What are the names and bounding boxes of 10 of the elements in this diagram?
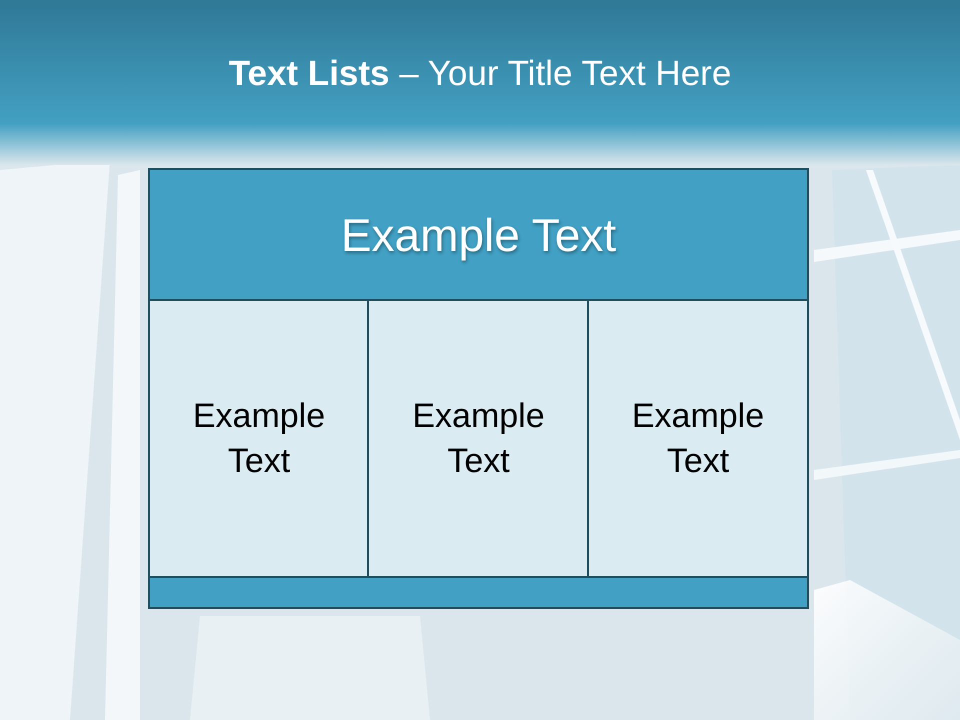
header-band <box>148 168 809 302</box>
slide-title: Text Lists – Your Title Text Here <box>228 54 732 94</box>
table-cell <box>148 299 370 579</box>
cell-text: Example Text <box>411 396 546 482</box>
footer-bar <box>148 576 809 609</box>
cell-text: Example Text <box>192 396 326 482</box>
header-text: Example Text <box>340 208 616 262</box>
cell-text: Example Text <box>630 396 766 482</box>
table-cell <box>587 299 809 579</box>
table-cell <box>367 299 590 579</box>
